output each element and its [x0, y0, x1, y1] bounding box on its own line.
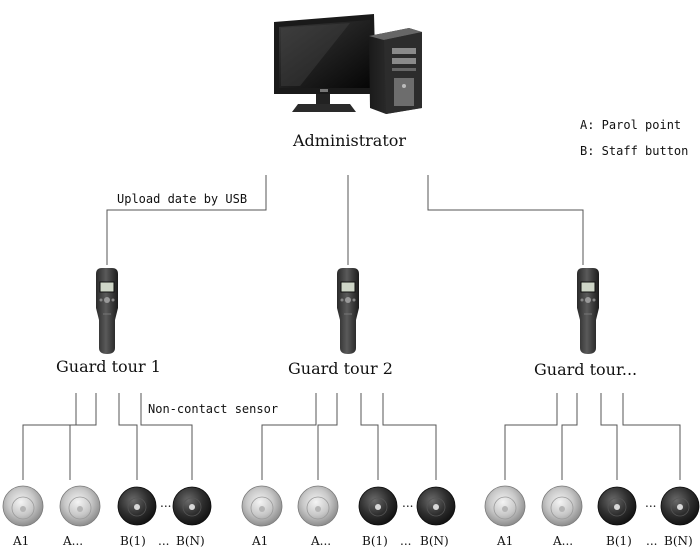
staff-button-icon [597, 486, 637, 526]
staff-button-icon [416, 486, 456, 526]
sensor-line-3-bn [622, 393, 681, 480]
endpoint-label: A... [311, 534, 332, 548]
staff-button-icon [660, 486, 700, 526]
endpoint-label-ellipsis: ... [400, 534, 412, 548]
staff-button-ellipsis: ... [402, 496, 414, 510]
patrol-point-icon [241, 485, 283, 527]
endpoint-label-ellipsis: ... [158, 534, 170, 548]
tower-case [369, 28, 422, 114]
computer-icon [274, 14, 422, 114]
staff-button-ellipsis: ... [160, 496, 172, 510]
guard-tour-label: Guard tour 1 [56, 357, 161, 376]
sensor-line-3-b1 [600, 393, 618, 480]
endpoint-label: B(1) [120, 534, 146, 548]
endpoint-label: A1 [13, 534, 30, 548]
patrol-point-icon [59, 485, 101, 527]
endpoint-label: B(1) [362, 534, 388, 548]
sensor-line-2-a [317, 393, 338, 480]
monitor [274, 14, 376, 112]
patrol-point-icon [541, 485, 583, 527]
handheld-reader-icon [96, 268, 118, 354]
handheld-reader-icon [337, 268, 359, 354]
connection-lines [22, 175, 681, 480]
sensor-line-1-bn [140, 393, 193, 480]
endpoint-label: A1 [497, 534, 514, 548]
sensor-line-3-a1 [504, 393, 558, 480]
staff-button-icon [117, 486, 157, 526]
patrol-point-icon [297, 485, 339, 527]
patrol-point-icon [2, 485, 44, 527]
handheld-reader-icon [577, 268, 599, 354]
endpoint-label: B(N) [420, 534, 449, 548]
staff-button-icon [172, 486, 212, 526]
administrator-label: Administrator [293, 131, 407, 150]
guard-tour-label: Guard tour 2 [288, 359, 393, 378]
sensor-line-2-bn [382, 393, 437, 480]
endpoint-label-ellipsis: ... [646, 534, 658, 548]
sensor-line-2-b1 [360, 393, 379, 480]
sensor-line-2-a1 [261, 393, 317, 480]
legend-patrol-point: A: Parol point [580, 118, 682, 132]
usb-upload-label: Upload date by USB [117, 192, 248, 206]
endpoint-label: A... [553, 534, 574, 548]
sensor-line-1-b1 [118, 393, 138, 480]
endpoint-label: A... [63, 534, 84, 548]
endpoint-label: B(N) [176, 534, 205, 548]
guard-tour-label: Guard tour... [534, 360, 638, 379]
sensor-line-1-a1 [22, 393, 77, 480]
usb-link-line [106, 175, 267, 265]
sensor-line-3-a [561, 393, 578, 480]
non-contact-sensor-label: Non-contact sensor [148, 402, 279, 416]
endpoint-label: A1 [252, 534, 269, 548]
staff-button-icon [358, 486, 398, 526]
staff-button-ellipsis: ... [645, 496, 657, 510]
sensor-line-1-a [69, 393, 97, 480]
endpoint-label: B(1) [606, 534, 632, 548]
legend-staff-button: B: Staff button [580, 144, 689, 158]
link-line-tour-3 [427, 175, 584, 265]
endpoint-label: B(N) [664, 534, 693, 548]
patrol-point-icon [484, 485, 526, 527]
